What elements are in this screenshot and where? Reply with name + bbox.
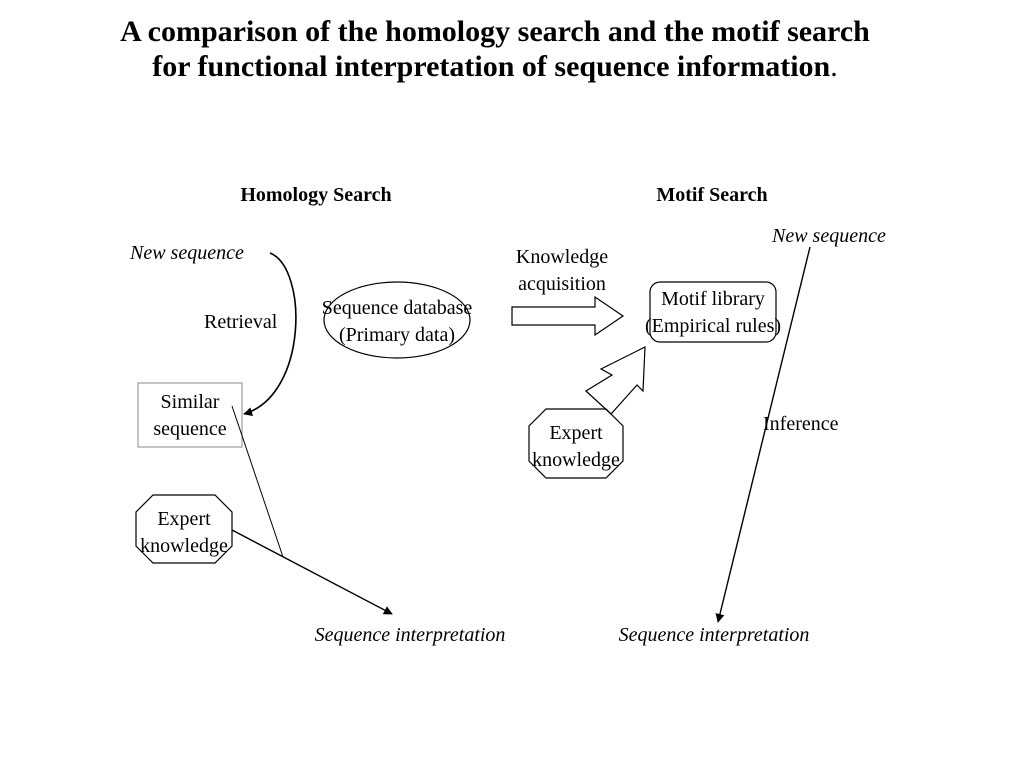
similar-sequence-label: Similar sequence [130,389,250,443]
sequence-database-ellipse [323,281,471,359]
knowledge-acquisition-line-2: acquisition [518,273,606,295]
expert-knowledge-left-line-2: knowledge [140,535,228,557]
motif-search-heading: Motif Search [656,184,768,206]
expert-knowledge-left-line-1: Expert [157,508,211,530]
homology-new-sequence: New sequence [130,242,244,264]
expert-knowledge-label-left: Expert knowledge [124,506,244,560]
expert-knowledge-label-right: Expert knowledge [516,420,636,474]
title-period: . [830,50,838,83]
similar-sequence-box [137,382,243,448]
inference-arrow [715,246,811,623]
title-line-2: for functional interpretation of sequenc… [0,49,990,84]
inference-label: Inference [763,413,839,435]
homology-search-heading: Homology Search [240,184,392,206]
expert-to-library-arrow [585,346,646,415]
motif-library-box [649,281,777,343]
expert-knowledge-octagon-left [135,494,233,564]
knowledge-acquisition-label: Knowledge acquisition [497,244,627,298]
motif-library-line-2: (Empirical rules) [644,315,782,337]
motif-sequence-interpretation: Sequence interpretation [618,624,810,646]
sequence-database-line-1: Sequence database [321,297,473,319]
expert-knowledge-right-line-1: Expert [549,422,603,444]
retrieval-arrow [243,252,297,416]
title-line-1: A comparison of the homology search and … [120,15,870,48]
title-line-2-text: for functional interpretation of sequenc… [152,50,831,83]
similar-to-interpretation-line [231,405,284,558]
motif-new-sequence: New sequence [772,225,886,247]
sequence-database-label: Sequence database (Primary data) [297,295,497,349]
knowledge-acquisition-arrow [511,295,625,337]
page-title: A comparison of the homology search and … [0,14,990,84]
expert-to-interpretation-arrow [231,529,393,615]
sequence-database-line-2: (Primary data) [338,324,456,346]
homology-sequence-interpretation: Sequence interpretation [314,624,506,646]
expert-knowledge-right-line-2: knowledge [532,449,620,471]
motif-library-line-1: Motif library [661,288,765,310]
knowledge-acquisition-line-1: Knowledge [515,246,609,268]
similar-sequence-line-1: Similar [160,391,220,413]
similar-sequence-line-2: sequence [153,418,227,440]
expert-knowledge-octagon-right [528,408,624,479]
motif-library-label: Motif library (Empirical rules) [613,286,813,340]
retrieval-label: Retrieval [204,311,278,333]
